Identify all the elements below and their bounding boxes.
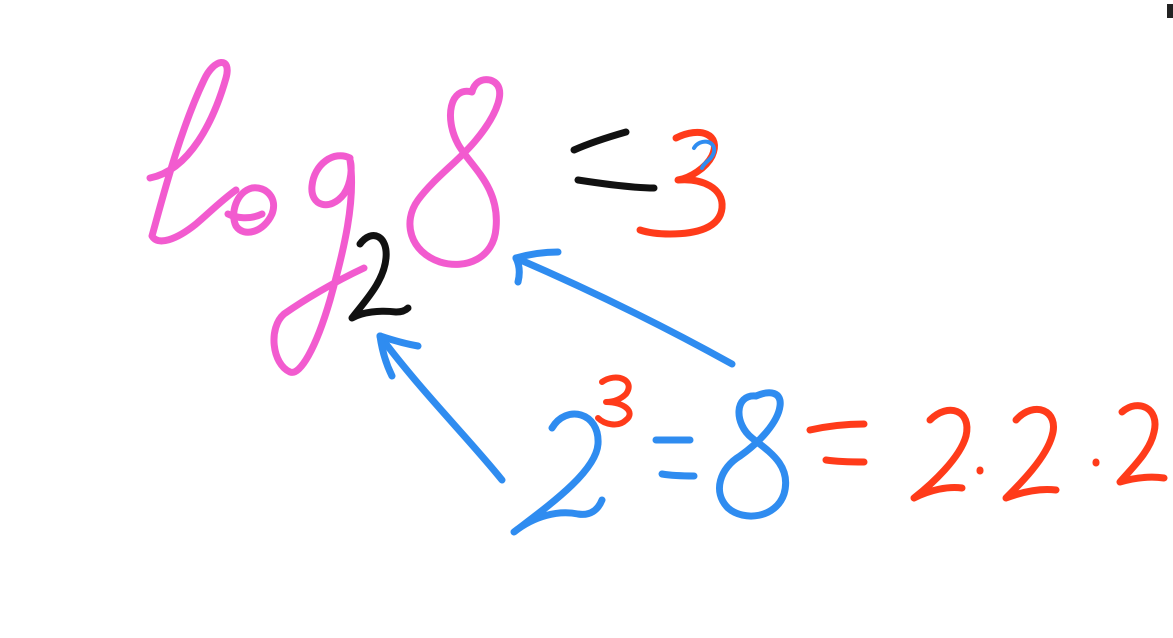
bottom-value-strokes bbox=[716, 389, 790, 520]
top-equals-strokes bbox=[570, 128, 658, 192]
bottom-base-strokes bbox=[510, 410, 606, 536]
arrow-to-argument bbox=[512, 248, 736, 368]
log-base-strokes bbox=[348, 232, 412, 322]
bottom-equals-2-strokes bbox=[806, 420, 868, 466]
product: 2·2·2 bbox=[906, 405, 1160, 522]
bottom-equals-2: = bbox=[808, 392, 875, 485]
corner-handle bbox=[1167, 4, 1173, 18]
product-strokes bbox=[910, 402, 1168, 502]
question-mark: ? bbox=[692, 137, 710, 177]
bottom-exponent-strokes bbox=[595, 374, 633, 428]
log-base: 2 bbox=[350, 237, 407, 342]
bottom-equals-1: = bbox=[654, 406, 721, 499]
bottom-base: 2 bbox=[512, 394, 607, 568]
arrow-to-base bbox=[376, 332, 506, 484]
bottom-equals-1-strokes bbox=[652, 436, 698, 480]
bottom-value: 8 bbox=[718, 371, 820, 558]
log-argument-strokes bbox=[406, 76, 504, 268]
log-argument: 8 bbox=[408, 81, 535, 314]
top-equals: = bbox=[570, 107, 645, 212]
log-word: log bbox=[150, 126, 333, 265]
question-mark-strokes bbox=[692, 139, 717, 170]
log-word-strokes bbox=[146, 59, 368, 376]
bottom-exponent: 3 bbox=[598, 376, 630, 434]
